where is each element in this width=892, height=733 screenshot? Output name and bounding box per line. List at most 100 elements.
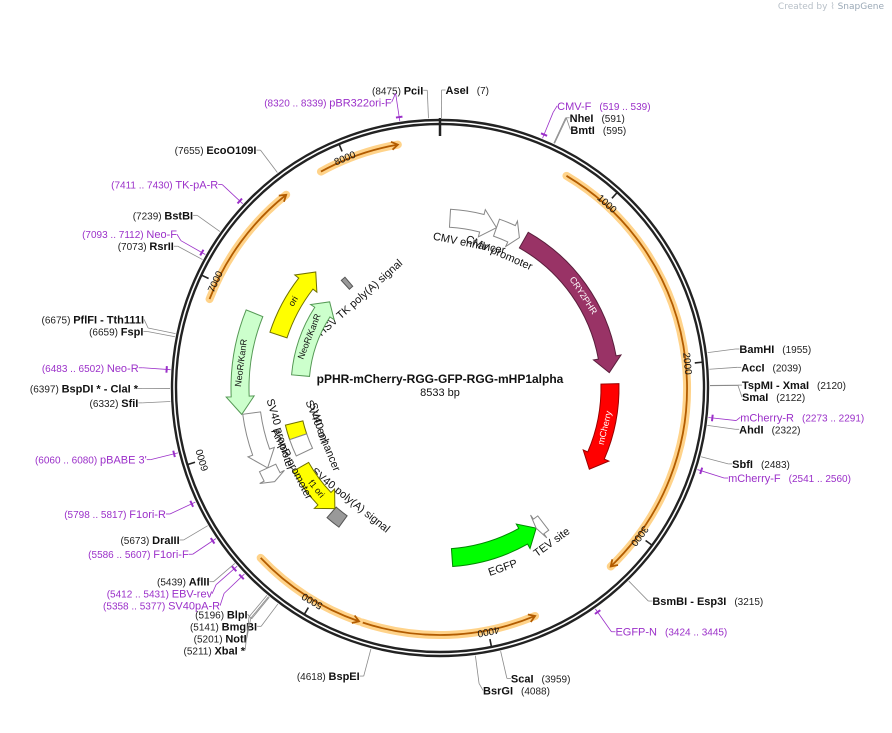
feature-cmv-enhancer[interactable] bbox=[448, 208, 498, 238]
site-smai[interactable]: SmaI(2122) bbox=[742, 392, 805, 404]
orf-arrowhead bbox=[609, 559, 619, 568]
primer-egfp-n[interactable]: EGFP-N (3424 .. 3445) bbox=[615, 627, 727, 639]
feature-neor-kanr[interactable] bbox=[291, 301, 335, 377]
feature-neor-kanr[interactable] bbox=[225, 309, 264, 416]
site-asei[interactable]: AseI(7) bbox=[446, 85, 489, 97]
primer-ebv-rev[interactable]: (5412 .. 5431) EBV-rev bbox=[107, 589, 213, 601]
site-acci[interactable]: AccI(2039) bbox=[741, 362, 801, 374]
site-draiii[interactable]: (5673) DraIII bbox=[120, 535, 179, 547]
site-ahdi[interactable]: AhdI(2322) bbox=[739, 424, 800, 436]
site-pcii[interactable]: (8475) PciI bbox=[372, 85, 423, 97]
feature-ampr-promoter[interactable] bbox=[258, 463, 285, 484]
site-bsmbi-esp3i[interactable]: BsmBI - Esp3I (3215) bbox=[652, 596, 763, 608]
feature-label-ori: ori bbox=[286, 294, 300, 308]
primer-f1ori-f[interactable]: (5586 .. 5607) F1ori-F bbox=[88, 549, 189, 561]
site-leader-line bbox=[148, 327, 176, 335]
site-rsrii[interactable]: (7073) RsrII bbox=[118, 241, 174, 253]
feature-label-hsv-tk-poly-a-signal: HSV TK poly(A) signal bbox=[315, 257, 405, 338]
site-name: ScaI bbox=[511, 673, 534, 685]
site-leader-elbow bbox=[566, 118, 571, 130]
tick-label: 6000 bbox=[194, 447, 211, 472]
primer-mark bbox=[395, 115, 403, 119]
snapgene-logo-icon: ⌇ bbox=[830, 2, 835, 12]
feature-f1-ori[interactable] bbox=[292, 461, 336, 510]
feature-cmv-promoter[interactable] bbox=[492, 218, 520, 248]
site-leader-line bbox=[554, 117, 567, 144]
site-name: TspMI - XmaI bbox=[742, 380, 809, 392]
primer-name: Neo-R bbox=[107, 363, 139, 375]
site-fspi[interactable]: (6659) FspI bbox=[89, 326, 143, 338]
site-ecoo109i[interactable]: (7655) EcoO109I bbox=[175, 145, 257, 157]
orf-arc bbox=[566, 175, 688, 568]
primer-mark bbox=[236, 197, 243, 205]
primer-neo-f[interactable]: (7093 .. 7112) Neo-F bbox=[82, 229, 177, 241]
feature-hsv-tk-poly-a-signal[interactable] bbox=[340, 276, 354, 290]
feature-sv40-ori[interactable] bbox=[284, 420, 308, 441]
primer-tk-pa-r[interactable]: (7411 .. 7430) TK-pA-R bbox=[111, 180, 218, 192]
site-position: (6659) bbox=[89, 327, 121, 338]
site-name: NotI bbox=[225, 633, 246, 645]
feature-cry2phr[interactable] bbox=[518, 231, 623, 374]
site-sbfi[interactable]: SbfI(2483) bbox=[732, 459, 790, 471]
site-leader-line bbox=[500, 651, 508, 679]
backbone bbox=[170, 118, 710, 658]
site-bspdi-clai[interactable]: (6397) BspDI * - ClaI * bbox=[30, 384, 139, 396]
primer-name: TK-pA-R bbox=[175, 180, 218, 192]
primer-mcherry-f[interactable]: mCherry-F(2541 .. 2560) bbox=[728, 473, 851, 485]
site-position: (3215) bbox=[734, 597, 763, 608]
primer-name: EGFP-N bbox=[615, 627, 657, 639]
primer-mark bbox=[540, 132, 548, 137]
primer-leader-elbow bbox=[735, 416, 741, 421]
primer-range: (6060 .. 6080) bbox=[35, 456, 100, 467]
feature-sv40-promoter[interactable] bbox=[242, 411, 276, 469]
feature-sv40-poly-a-signal[interactable] bbox=[326, 506, 348, 528]
tick-mark bbox=[201, 274, 209, 280]
primer-range: (5586 .. 5607) bbox=[88, 550, 153, 561]
site-leader-line bbox=[250, 596, 269, 619]
site-nhei[interactable]: NheI(591) bbox=[570, 113, 625, 125]
tick-label: 4000 bbox=[476, 624, 500, 639]
site-leader-elbow bbox=[244, 616, 250, 651]
primer-sv40pa-r[interactable]: (5358 .. 5377) SV40pA-R bbox=[103, 601, 220, 613]
site-leader-line bbox=[707, 425, 736, 430]
site-sfii[interactable]: (6332) SfiI bbox=[90, 398, 139, 410]
primer-cmv-f[interactable]: CMV-F(519 .. 539) bbox=[557, 101, 650, 113]
primer-neo-r[interactable]: (6483 .. 6502) Neo-R bbox=[42, 363, 139, 375]
site-name: EcoO109I bbox=[206, 145, 256, 157]
site-bmti[interactable]: BmtI(595) bbox=[570, 125, 626, 137]
primer-f1ori-r[interactable]: (5798 .. 5817) F1ori-R bbox=[64, 509, 166, 521]
site-bspei[interactable]: (4618) BspEI bbox=[297, 671, 360, 683]
site-leader-line bbox=[251, 596, 270, 620]
site-position: (4618) bbox=[297, 672, 329, 683]
tick-mark bbox=[611, 191, 618, 199]
primer-leader-elbow bbox=[176, 234, 182, 241]
site-blpi[interactable]: (5196) BlpI bbox=[195, 609, 247, 621]
site-leader-line bbox=[213, 563, 236, 582]
site-xbai[interactable]: (5211) XbaI * bbox=[184, 645, 246, 657]
site-aflii[interactable]: (5439) AflII bbox=[157, 577, 209, 589]
primer-leader-elbow bbox=[219, 593, 225, 606]
feature-sv40-enhancer[interactable] bbox=[289, 433, 314, 457]
site-bamhi[interactable]: BamHI(1955) bbox=[739, 344, 811, 356]
site-name: BsmBI - Esp3I bbox=[652, 596, 726, 608]
feature-tev-site[interactable] bbox=[530, 514, 550, 539]
primer-name: EBV-rev bbox=[172, 589, 213, 601]
feature-ori[interactable] bbox=[269, 271, 318, 339]
primer-mcherry-r[interactable]: mCherry-R(2273 .. 2291) bbox=[740, 412, 864, 424]
site-tspmi-xmai[interactable]: TspMI - XmaI(2120) bbox=[742, 380, 846, 392]
site-bsrgi[interactable]: BsrGI(4088) bbox=[483, 685, 550, 697]
site-leader-line bbox=[474, 655, 480, 684]
site-position: (2122) bbox=[776, 393, 805, 404]
primer-mark bbox=[699, 467, 704, 475]
feature-egfp[interactable] bbox=[450, 523, 537, 568]
site-scai[interactable]: ScaI(3959) bbox=[511, 673, 571, 685]
site-position: (5439) bbox=[157, 578, 189, 589]
primer-range: (3424 .. 3445) bbox=[665, 628, 727, 639]
site-noti[interactable]: (5201) NotI bbox=[194, 633, 247, 645]
primer-pbabe-3[interactable]: (6060 .. 6080) pBABE 3' bbox=[35, 455, 147, 467]
site-pflfi-tth111i[interactable]: (6675) PflFI - Tth111I bbox=[42, 314, 145, 326]
primer-pbr322ori-f[interactable]: (8320 .. 8339) pBR322ori-F bbox=[264, 97, 392, 109]
site-name: SbfI bbox=[732, 459, 753, 471]
feature-mcherry[interactable] bbox=[582, 383, 620, 470]
site-bstbi[interactable]: (7239) BstBI bbox=[133, 210, 193, 222]
